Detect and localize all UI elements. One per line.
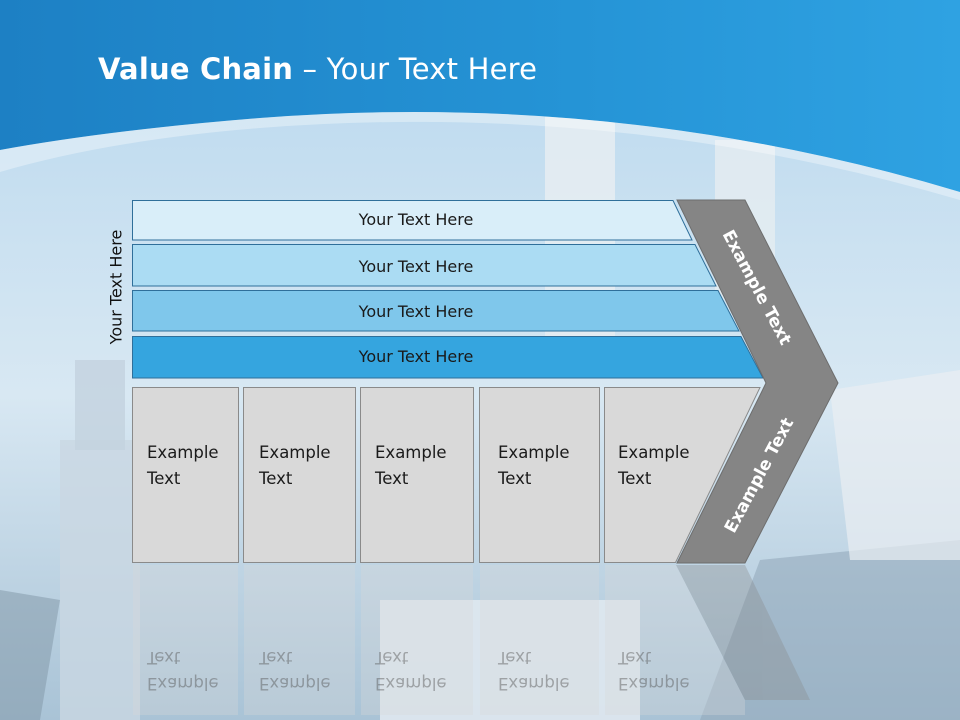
box-4-line2: Text (497, 469, 532, 488)
box-2-line2: Text (258, 469, 293, 488)
box-5-line2: Text (617, 469, 652, 488)
box-4-line1: Example (498, 443, 570, 462)
box-3: Example Text (360, 387, 474, 563)
bar-3-shape (132, 290, 740, 332)
bar-1: Your Text Here (132, 200, 693, 241)
box-2: Example Text (243, 387, 356, 563)
svg-text:Example: Example (147, 674, 219, 693)
svg-text:Example: Example (618, 674, 690, 693)
box-2-shape (243, 387, 356, 563)
box-5-line1: Example (618, 443, 690, 462)
bar-2-shape (132, 244, 717, 287)
bar-3-label: Your Text Here (358, 302, 474, 321)
svg-text:Example: Example (375, 674, 447, 693)
box-1: Example Text (132, 387, 239, 563)
svg-text:Text: Text (497, 648, 532, 667)
svg-text:Text: Text (617, 648, 652, 667)
svg-text:Example: Example (259, 674, 331, 693)
boxes-reflection (133, 565, 810, 715)
box-1-line1: Example (147, 443, 219, 462)
box-2-line1: Example (259, 443, 331, 462)
bar-1-label: Your Text Here (358, 210, 474, 229)
bar-1-shape (132, 200, 693, 241)
chevron-arrow-shape (676, 199, 839, 564)
slide-title-bold: Value Chain (98, 52, 294, 86)
box-1-line2: Text (146, 469, 181, 488)
box-3-shape (360, 387, 474, 563)
bar-4-label: Your Text Here (358, 347, 474, 366)
box-3-line2: Text (374, 469, 409, 488)
boxes-reflection-text: Example Text Example Text Example Text Exam… (146, 648, 690, 693)
bar-4-shape (132, 336, 764, 379)
box-5-shape (604, 387, 761, 563)
svg-text:Text: Text (258, 648, 293, 667)
slide-title-rest: – Your Text Here (293, 52, 538, 86)
svg-text:Text: Text (146, 648, 181, 667)
box-4-shape (479, 387, 600, 563)
bar-4: Your Text Here (132, 336, 764, 379)
box-1-shape (132, 387, 239, 563)
svg-text:Text: Text (374, 648, 409, 667)
bar-3: Your Text Here (132, 290, 740, 332)
box-3-line1: Example (375, 443, 447, 462)
box-4: Example Text (479, 387, 600, 563)
box-5: Example Text (604, 387, 761, 563)
bar-2: Your Text Here (132, 244, 717, 287)
slide-title: Value Chain – Your Text Here (98, 52, 537, 86)
bar-2-label: Your Text Here (358, 257, 474, 276)
svg-text:Example: Example (498, 674, 570, 693)
